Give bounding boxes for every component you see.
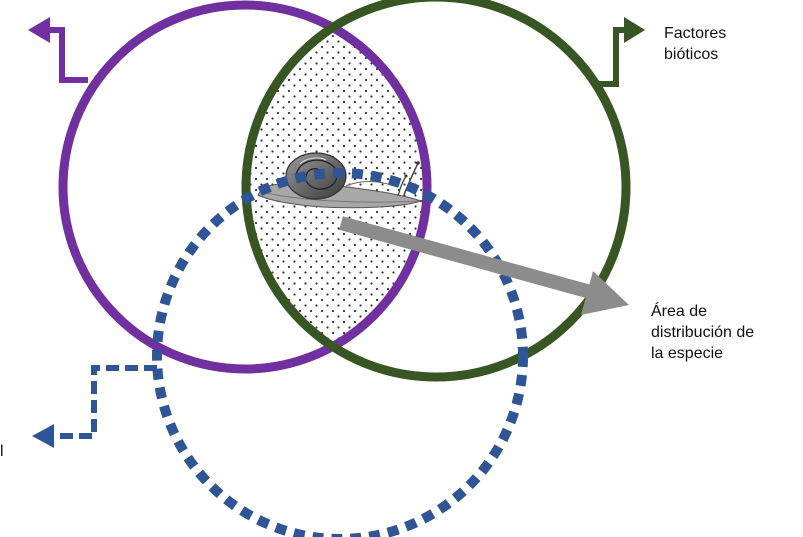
clipped-left-label: l: [0, 441, 8, 462]
biotic-factors-line-1: Factores: [664, 23, 726, 44]
distribution-area-line-1: Área de: [651, 301, 754, 322]
green-connector-arrow: [598, 17, 645, 84]
biotic-factors-label: Factores bióticos: [664, 23, 726, 65]
distribution-area-line-2: distribución de: [651, 322, 754, 343]
distribution-area-line-3: la especie: [651, 343, 754, 364]
distribution-area-label: Área de distribución de la especie: [651, 301, 754, 364]
biotic-factors-line-2: bióticos: [664, 44, 726, 65]
purple-connector-arrow: [28, 17, 88, 80]
blue-connector-arrow: [32, 368, 157, 448]
